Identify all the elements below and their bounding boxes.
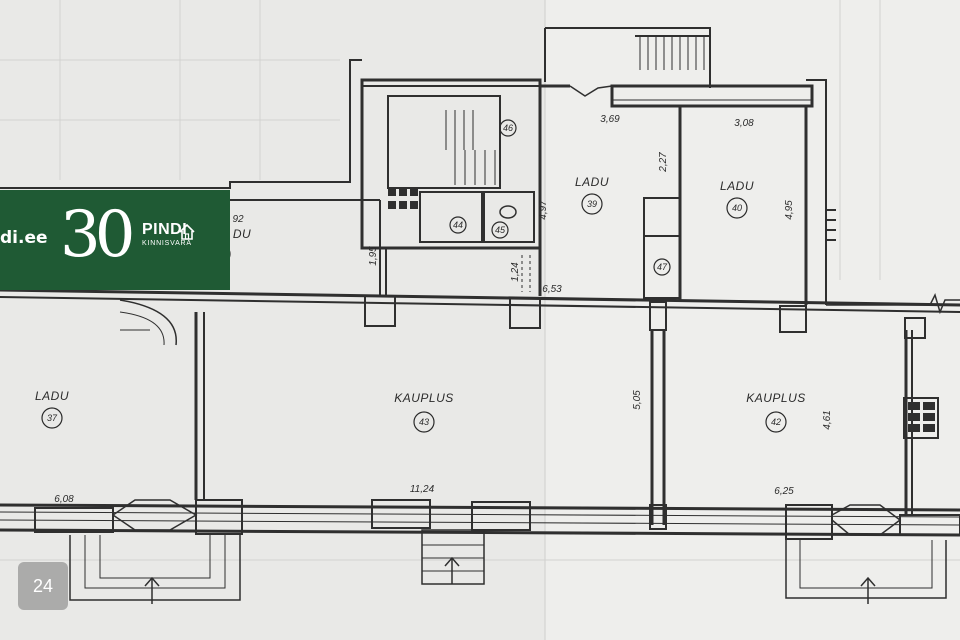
dimension-label: 1,95 <box>368 246 379 266</box>
room-label-ladu-37: LADU <box>35 389 69 403</box>
room-number-circle <box>653 258 671 276</box>
watermark-site: di.ee <box>0 228 48 248</box>
room-number-39: 39 <box>587 199 597 209</box>
room-number-43: 43 <box>419 417 429 427</box>
dimension-label: 5,05 <box>632 390 643 410</box>
room-number-46: 46 <box>503 123 513 133</box>
dimension-label: 6,25 <box>774 486 794 497</box>
watermark-brand: PINDI <box>142 221 188 238</box>
image-counter-badge[interactable]: 24 <box>18 562 68 610</box>
dimension-label: 6,53 <box>542 284 562 295</box>
room-number-37: 37 <box>47 413 58 423</box>
watermark-subtitle: KINNISVARA <box>142 240 192 247</box>
room-number-circle <box>581 193 603 215</box>
watermark-badge: di.ee 30 PINDI KINNISVARA <box>0 190 230 290</box>
room-number-42: 42 <box>771 417 781 427</box>
room-number-circle <box>449 216 467 234</box>
dimension-label: 1,24 <box>510 262 521 282</box>
room-label-ladu-39: LADU <box>575 175 609 189</box>
dimension-label: 3,69 <box>600 114 620 125</box>
room-label-kauplus-43: KAUPLUS <box>394 391 454 405</box>
room-label-du-38: DU <box>233 227 251 241</box>
dimension-label: 92 <box>232 214 244 225</box>
dimension-label: 3,08 <box>734 118 754 129</box>
dimension-label: 4,95 <box>784 200 795 220</box>
dimension-label: 4,61 <box>822 410 833 429</box>
room-number-circle <box>765 411 787 433</box>
room-number-circle <box>499 119 517 137</box>
room-number-44: 44 <box>453 220 463 230</box>
house-icon <box>179 223 195 240</box>
room-number-circle <box>491 221 509 239</box>
room-label-kauplus-42: KAUPLUS <box>746 391 806 405</box>
room-number-circle <box>41 407 63 429</box>
room-number-circle <box>413 411 435 433</box>
room-number-45: 45 <box>495 225 506 235</box>
dimension-label: 2,27 <box>658 152 669 173</box>
dimension-label: 6,08 <box>54 494 74 505</box>
room-label-ladu-40: LADU <box>720 179 754 193</box>
dimension-label: 4,97 <box>538 200 549 220</box>
room-number-40: 40 <box>732 203 742 213</box>
room-number-circle <box>726 197 748 219</box>
dimension-label: 11,24 <box>410 484 435 495</box>
watermark-number: 30 <box>60 198 135 272</box>
room-number-47: 47 <box>657 262 668 272</box>
